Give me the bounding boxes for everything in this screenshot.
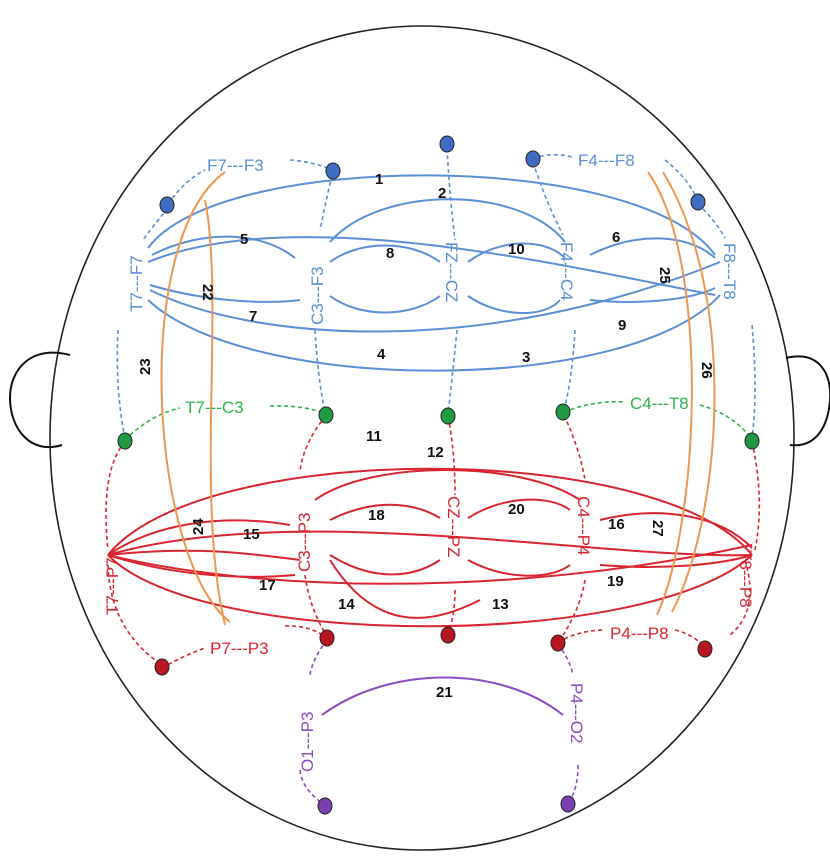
connection-number: 4: [377, 346, 386, 363]
label-c3-f3: C3---F3: [308, 266, 327, 325]
electrode-red-p3: [319, 629, 335, 647]
connection-number: 11: [366, 428, 382, 445]
electrodes: [117, 135, 760, 815]
electrode-green-c3: [318, 406, 334, 424]
label-t8-p8: T8---P8: [736, 550, 755, 608]
label-p7-p3: P7---P3: [210, 639, 269, 658]
purple-dashed-links: [299, 639, 579, 806]
electrode-green-cz: [440, 407, 456, 425]
label-t7-c3: T7---C3: [185, 398, 244, 417]
orange-arcs: [160, 171, 716, 626]
connection-number: 8: [386, 245, 394, 262]
connection-number: 10: [508, 241, 525, 258]
connection-number: 1: [375, 171, 383, 188]
label-p4-o2: P4---O2: [567, 683, 586, 743]
connection-number: 3: [522, 349, 530, 366]
left-ear: [8, 351, 71, 448]
label-f4-c4: F4---C4: [557, 242, 576, 301]
connection-number: 15: [243, 526, 260, 543]
electrode-red-p7: [154, 658, 170, 676]
connection-number: 20: [508, 501, 525, 518]
electrode-purple-o2: [560, 795, 576, 813]
electrode-blue-fz: [439, 135, 455, 153]
electrode-red-p8: [697, 640, 713, 658]
connection-number: 24: [190, 518, 207, 535]
connection-number: 25: [656, 267, 673, 284]
red-arcs: [107, 467, 753, 628]
connection-number: 27: [649, 520, 666, 537]
connection-number: 2: [438, 185, 446, 202]
connection-number: 16: [608, 516, 625, 533]
connection-number: 17: [259, 577, 276, 594]
connection-number: 5: [240, 231, 248, 248]
pair-labels: F7---F3 F4---F8 T7---F7 C3---F3 FZ---CZ …: [103, 151, 755, 772]
electrode-blue-f4: [525, 150, 541, 168]
purple-arc: [321, 676, 564, 716]
electrode-blue-f8: [690, 193, 706, 211]
connection-number: 22: [199, 284, 216, 301]
electrode-red-p4: [550, 634, 566, 652]
connection-number: 21: [436, 684, 453, 701]
connection-number: 6: [612, 229, 620, 246]
connection-number: 19: [607, 573, 624, 590]
label-f4-f8: F4---F8: [578, 151, 635, 170]
electrode-green-t7: [117, 432, 133, 450]
label-t7-p7: T7---P7: [103, 557, 122, 615]
electrode-red-pz: [440, 626, 456, 644]
electrode-green-t8: [744, 432, 760, 450]
connection-number: 12: [427, 444, 444, 461]
electrode-blue-f3: [325, 162, 341, 180]
label-c4-t8: C4---T8: [630, 394, 689, 413]
label-f8-t8: F8---T8: [720, 243, 739, 300]
electrode-blue-f7: [159, 196, 175, 214]
connection-number: 18: [368, 507, 385, 524]
connection-numbers: 1 2 3 4 5 6 7 8 9 10 11 12 13 14 15 16 1…: [137, 171, 715, 701]
label-cz-pz: CZ---PZ: [444, 496, 463, 557]
electrode-purple-o1: [317, 797, 333, 815]
label-c3-p3: C3---P3: [295, 512, 314, 572]
connection-number: 13: [492, 596, 509, 613]
label-fz-cz: FZ---CZ: [442, 242, 461, 302]
label-p4-p8: P4---P8: [610, 624, 669, 643]
blue-arcs: [147, 174, 721, 372]
head-outline: [49, 25, 795, 851]
label-c4-p4: C4---P4: [574, 496, 593, 556]
connection-number: 9: [618, 317, 626, 334]
electrode-green-c4: [555, 403, 571, 421]
label-f7-f3: F7---F3: [207, 156, 264, 175]
connection-number: 7: [249, 308, 257, 325]
connection-number: 14: [338, 596, 355, 613]
right-ear: [785, 355, 830, 447]
label-o1-p3: O1---P3: [298, 712, 317, 772]
connection-number: 26: [698, 362, 715, 379]
connection-number: 23: [137, 358, 154, 375]
label-t7-f7: T7---F7: [127, 255, 146, 312]
